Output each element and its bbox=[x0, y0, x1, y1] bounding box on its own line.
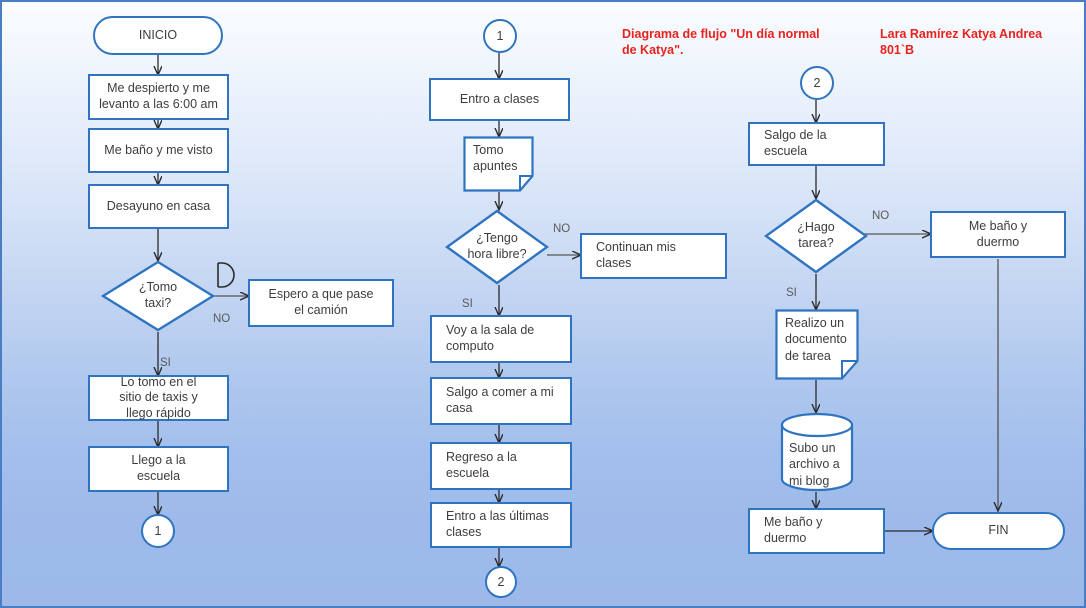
edge-label-si-free-hour: SI bbox=[462, 298, 473, 310]
database-upload-blog[interactable]: Subo un archivo a mi blog bbox=[780, 412, 854, 492]
process-shower-dress[interactable]: Me baño y me visto bbox=[88, 128, 229, 173]
process-eat-at-home[interactable]: Salgo a comer a mi casa bbox=[430, 377, 572, 425]
process-shower-sleep-no[interactable]: Me baño y duermo bbox=[930, 211, 1066, 258]
document-take-notes[interactable]: Tomo apuntes bbox=[463, 136, 534, 192]
cylinder-shape bbox=[780, 412, 854, 492]
diamond-shape bbox=[445, 209, 549, 285]
process-continue-classes[interactable]: Continuan mis clases bbox=[580, 233, 727, 279]
document-label: Tomo apuntes bbox=[473, 143, 518, 174]
process-wait-for-bus[interactable]: Espero a que pase el camión bbox=[248, 279, 394, 327]
process-breakfast[interactable]: Desayuno en casa bbox=[88, 184, 229, 229]
diamond-shape bbox=[101, 260, 215, 332]
semicircle-delay-icon bbox=[215, 261, 239, 289]
document-shape bbox=[775, 309, 859, 380]
edge-label-no-taxi: NO bbox=[213, 313, 231, 325]
process-enter-classes[interactable]: Entro a clases bbox=[429, 78, 570, 121]
document-homework[interactable]: Realizo un documento de tarea bbox=[775, 309, 859, 380]
connector-in-1-middle[interactable]: 1 bbox=[483, 19, 517, 53]
edge-label-no-free-hour: NO bbox=[553, 223, 571, 235]
decision-label: ¿Hago tarea? bbox=[797, 220, 835, 250]
decision-take-taxi[interactable]: ¿Tomo taxi? bbox=[101, 260, 215, 332]
process-wake-up[interactable]: Me despierto y me levanto a las 6:00 am bbox=[88, 74, 229, 120]
connector-in-2-right[interactable]: 2 bbox=[800, 66, 834, 100]
connector-out-2-middle[interactable]: 2 bbox=[485, 566, 517, 598]
author-note: Lara Ramírez Katya Andrea 801`B bbox=[880, 27, 1043, 58]
document-shape bbox=[463, 136, 534, 192]
process-take-taxi-site[interactable]: Lo tomo en el sitio de taxis y llego ráp… bbox=[88, 375, 229, 421]
diamond-shape bbox=[764, 198, 868, 274]
edge-label-no-homework: NO bbox=[872, 210, 890, 222]
process-shower-sleep-yes[interactable]: Me baño y duermo bbox=[748, 508, 885, 554]
end-terminal-fin[interactable]: FIN bbox=[932, 512, 1065, 550]
process-leave-school[interactable]: Salgo de la escuela bbox=[748, 122, 885, 166]
start-terminal-inicio[interactable]: INICIO bbox=[93, 16, 223, 55]
process-computer-room[interactable]: Voy a la sala de computo bbox=[430, 315, 572, 363]
process-last-classes[interactable]: Entro a las últimas clases bbox=[430, 502, 572, 548]
decision-label: ¿Tomo taxi? bbox=[138, 280, 178, 310]
database-label: Subo un archivo a mi blog bbox=[789, 441, 840, 488]
decision-do-homework[interactable]: ¿Hago tarea? bbox=[764, 198, 868, 274]
diagram-title-note: Diagrama de flujo "Un día normal de Katy… bbox=[622, 27, 820, 58]
decision-label: ¿Tengo hora libre? bbox=[467, 231, 527, 261]
document-label: Realizo un documento de tarea bbox=[785, 316, 847, 363]
edge-label-si-homework: SI bbox=[786, 287, 797, 299]
edge-label-si-taxi: SI bbox=[160, 357, 171, 369]
connector-out-1-left[interactable]: 1 bbox=[141, 514, 175, 548]
process-arrive-school[interactable]: Llego a la escuela bbox=[88, 446, 229, 492]
decision-free-hour[interactable]: ¿Tengo hora libre? bbox=[445, 209, 549, 285]
process-return-school[interactable]: Regreso a la escuela bbox=[430, 442, 572, 490]
